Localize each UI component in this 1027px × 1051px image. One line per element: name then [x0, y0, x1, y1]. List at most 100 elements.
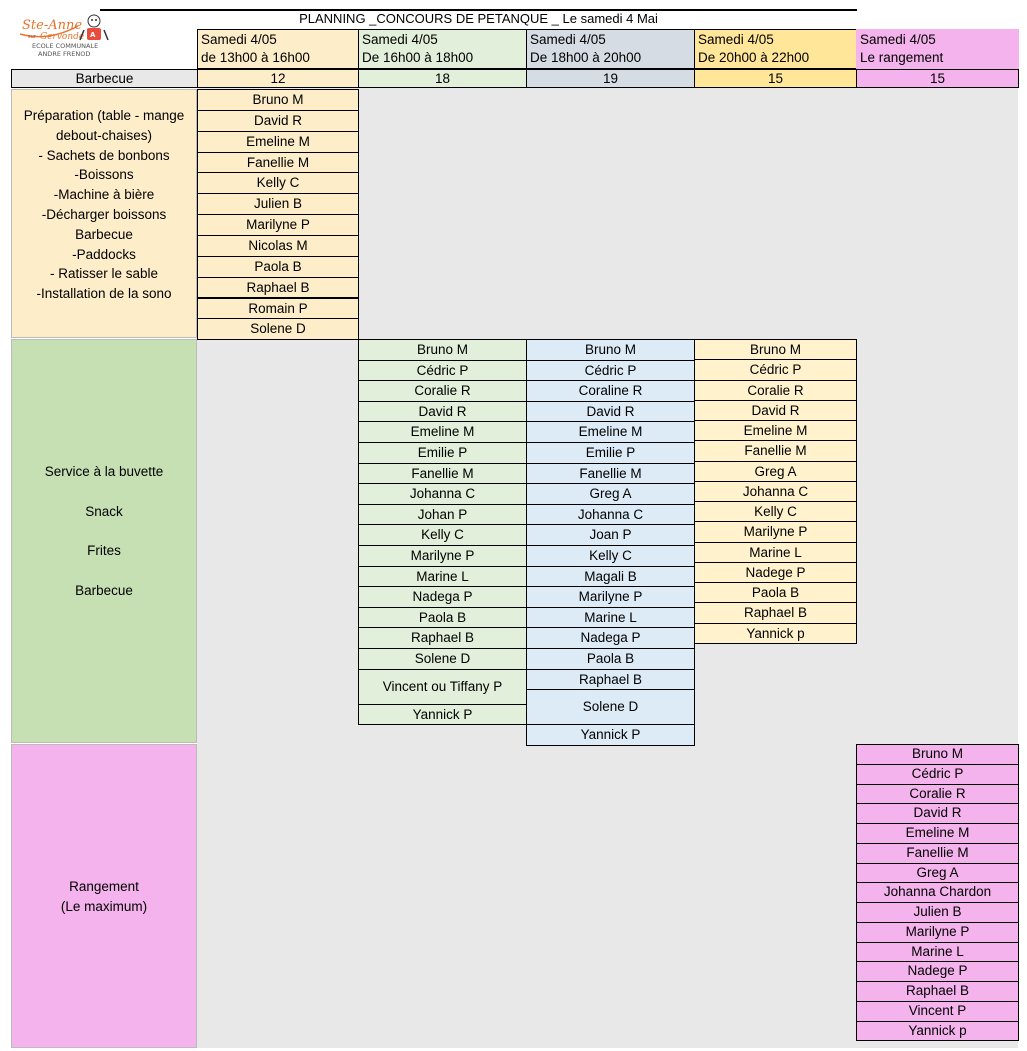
- person-cell: Nicolas M: [197, 234, 359, 257]
- column-header-1-day: Samedi 4/05: [201, 32, 277, 47]
- person-cell: Fanellie M: [197, 151, 359, 174]
- column-count-5: 15: [856, 69, 1019, 88]
- person-cell: Bruno M: [856, 744, 1019, 765]
- preparation-line: -Machine à bière: [53, 187, 155, 203]
- preparation-line: - Sachets de bonbons: [38, 147, 170, 163]
- section-preparation: Préparation (table - mange debout-chaise…: [11, 89, 197, 338]
- person-cell: Yannick p: [694, 622, 857, 644]
- person-cell: Raphael B: [197, 276, 359, 299]
- person-cell: Greg A: [856, 862, 1019, 884]
- person-cell: David R: [856, 803, 1019, 824]
- column-count-4: 15: [694, 69, 857, 88]
- person-cell: Cédric P: [358, 359, 527, 382]
- person-cell: Paola B: [526, 648, 695, 670]
- person-cell: Emeline M: [358, 421, 527, 443]
- column-count-2: 18: [358, 69, 527, 88]
- column-header-2-day: Samedi 4/05: [362, 32, 438, 47]
- person-cell: Emilie P: [526, 442, 695, 464]
- person-cell: David R: [197, 109, 359, 132]
- person-cell: Marine L: [358, 565, 527, 588]
- person-cell: Raphael B: [856, 981, 1019, 1002]
- person-cell: Paola B: [197, 255, 359, 278]
- person-cell: Marilyne P: [358, 545, 527, 567]
- logo-text-2: sur: [28, 34, 37, 40]
- person-cell: Bruno M: [197, 89, 359, 111]
- column-header-4: Samedi 4/05 De 20h00 à 22h00: [694, 29, 857, 69]
- column-header-2-time: De 16h00 à 18h00: [362, 50, 474, 65]
- person-cell: Johanna C: [526, 503, 695, 526]
- logo-text-3: Gervonde: [40, 32, 84, 42]
- preparation-line: -Installation de la sono: [36, 286, 172, 302]
- person-cell: Johan P: [358, 503, 527, 526]
- preparation-line: -Paddocks: [72, 246, 136, 262]
- page-title: PLANNING _CONCOURS DE PETANQUE _ Le same…: [299, 11, 658, 26]
- preparation-line: - Ratisser le sable: [49, 266, 159, 282]
- column-header-4-day: Samedi 4/05: [698, 32, 774, 47]
- column-header-1-time: de 13h00 à 16h00: [201, 50, 310, 65]
- service-line: Service à la buvette: [44, 464, 164, 479]
- logo-text-4: ECOLE COMMUNALE: [32, 42, 98, 50]
- person-cell: Solene D: [197, 318, 359, 341]
- logo-text-5: ANDRE FRENOD: [38, 50, 90, 58]
- person-cell: Solene D: [526, 689, 695, 726]
- column-header-1: Samedi 4/05 de 13h00 à 16h00: [197, 29, 359, 69]
- person-cell: Marine L: [526, 606, 695, 629]
- person-cell: Paola B: [694, 582, 857, 604]
- person-cell: Julien B: [197, 193, 359, 216]
- section-service: Service à la buvette Snack Frites Barbec…: [11, 339, 197, 743]
- person-cell: Emilie P: [358, 442, 527, 464]
- person-cell: Nadege P: [856, 961, 1019, 982]
- person-cell: Emeline M: [694, 420, 857, 442]
- column-header-3-day: Samedi 4/05: [530, 32, 606, 47]
- column-header-5-time: Le rangement: [860, 50, 944, 65]
- person-cell: Vincent P: [856, 1000, 1019, 1022]
- person-cell: Yannick p: [856, 1020, 1019, 1042]
- person-cell: Kelly C: [694, 501, 857, 523]
- person-cell: Fanellie M: [526, 462, 695, 485]
- school-logo: Ste-Anne sur Gervonde A ECOLE COMMUNALE …: [18, 12, 198, 68]
- preparation-line: Préparation (table - mange: [23, 108, 185, 123]
- person-cell: Greg A: [526, 483, 695, 505]
- rangement-line: Rangement: [69, 879, 139, 894]
- person-cell: Marilyne P: [526, 586, 695, 608]
- person-cell: Marilyne P: [694, 521, 857, 543]
- person-cell: Raphael B: [526, 668, 695, 691]
- person-cell: Yannick P: [358, 703, 527, 726]
- person-cell: David R: [694, 399, 857, 421]
- service-line: Snack: [85, 503, 123, 519]
- person-cell: Coraline R: [526, 380, 695, 402]
- preparation-line: Barbecue: [75, 226, 133, 242]
- service-line: Barbecue: [75, 582, 133, 598]
- title-border: [100, 9, 857, 11]
- person-cell: Marilyne P: [197, 214, 359, 236]
- rangement-line: (Le maximum): [60, 899, 148, 914]
- person-cell: Yannick P: [526, 724, 695, 746]
- school-logo-graphic: Ste-Anne sur Gervonde A ECOLE COMMUNALE …: [19, 14, 109, 58]
- column-count-1: 12: [197, 69, 359, 88]
- person-cell: Kelly C: [197, 172, 359, 195]
- person-cell: Greg A: [694, 460, 857, 482]
- person-cell: Johanna C: [358, 483, 527, 505]
- person-cell: Nadega P: [358, 586, 527, 608]
- person-cell: Solene D: [358, 648, 527, 670]
- person-cell: Marilyne P: [856, 921, 1019, 943]
- preparation-line: debout-chaises): [55, 127, 153, 143]
- person-cell: Bruno M: [358, 339, 527, 361]
- person-cell: David R: [358, 400, 527, 423]
- column-header-3-time: De 18h00 à 20h00: [530, 50, 642, 65]
- logo-text-1: Ste-Anne: [22, 18, 82, 33]
- person-cell: Fanellie M: [358, 462, 527, 485]
- person-cell: Johanna Chardon: [856, 882, 1019, 903]
- person-cell: Johanna C: [694, 480, 857, 502]
- column-header-2: Samedi 4/05 De 16h00 à 18h00: [358, 29, 527, 69]
- person-cell: Bruno M: [526, 339, 695, 361]
- preparation-line: -Boissons: [74, 167, 134, 183]
- person-cell: Marine L: [694, 541, 857, 563]
- column-header-4-time: De 20h00 à 22h00: [698, 50, 810, 65]
- row-label-barbecue: Barbecue: [11, 69, 198, 88]
- person-cell: Marine L: [856, 941, 1019, 963]
- svg-text:A: A: [90, 31, 96, 39]
- person-cell: Emeline M: [856, 823, 1019, 844]
- column-header-5: Samedi 4/05 Le rangement: [856, 29, 1019, 69]
- section-rangement: Rangement (Le maximum): [11, 744, 197, 1048]
